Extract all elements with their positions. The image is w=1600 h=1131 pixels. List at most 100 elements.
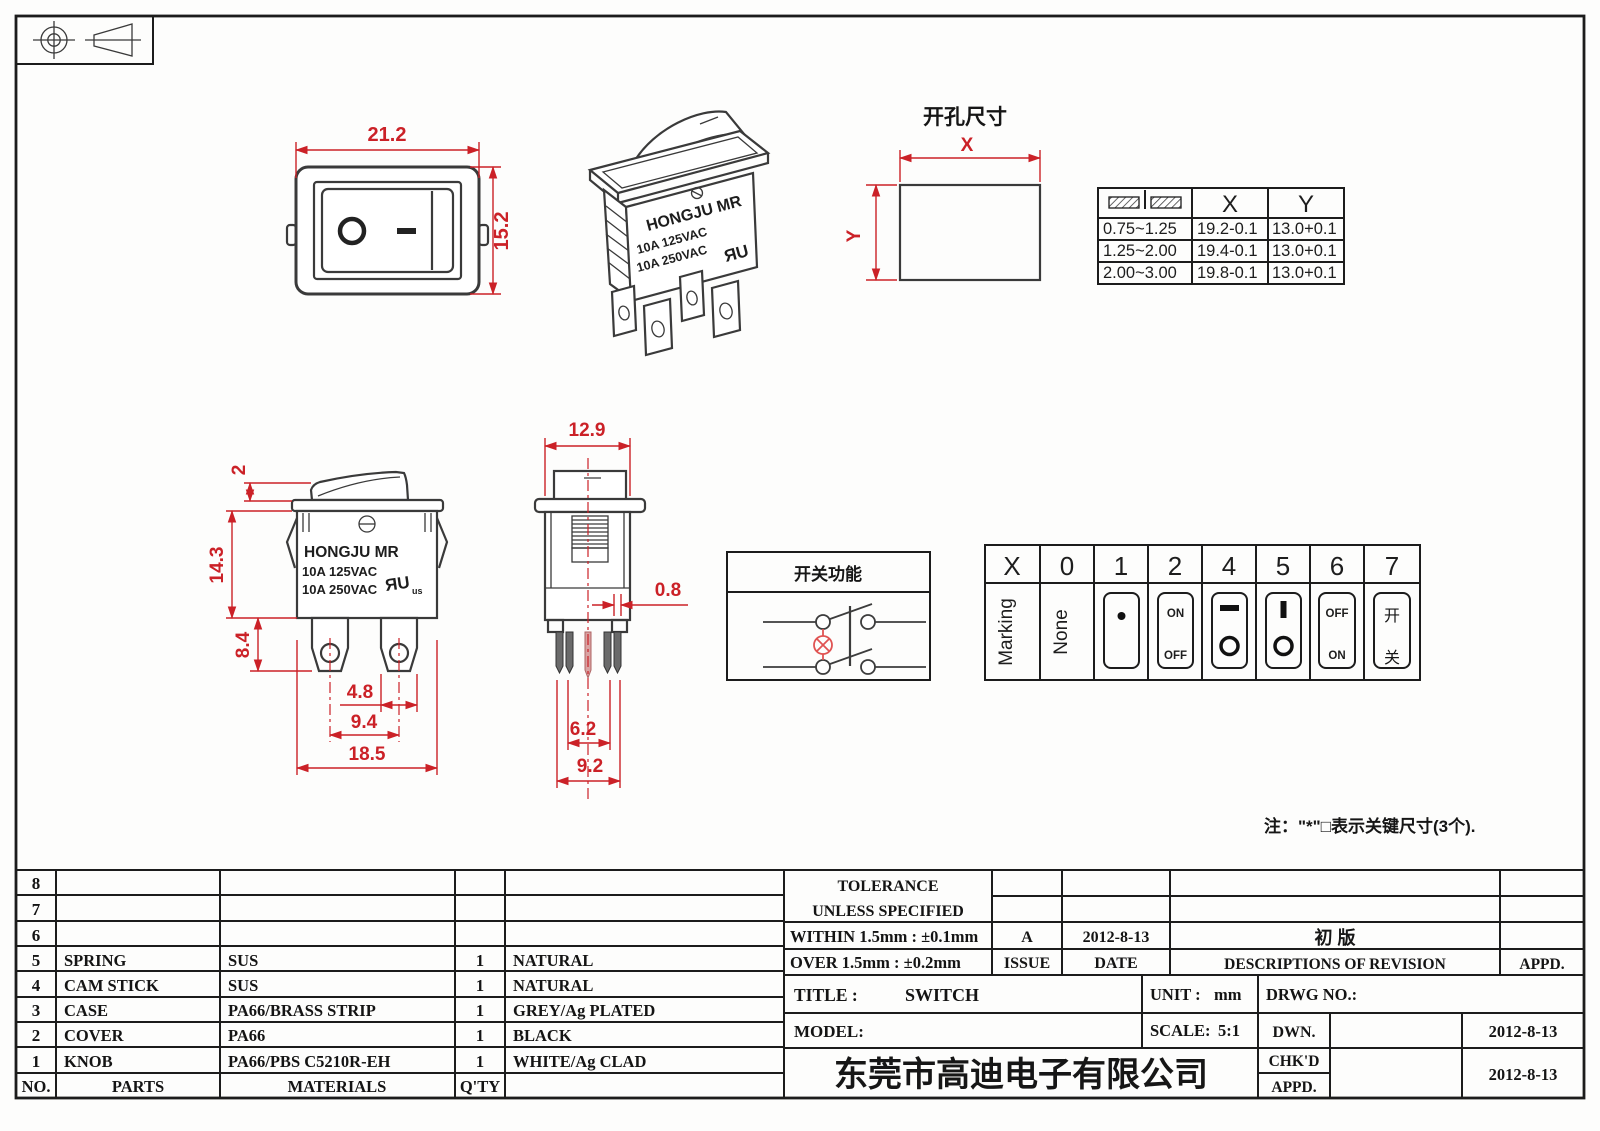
bom-qty: 1 xyxy=(476,1052,484,1071)
ring-symbol xyxy=(1273,635,1294,657)
projection-symbol-box xyxy=(15,15,154,65)
marking-none: None xyxy=(1051,609,1072,654)
bom-no: 8 xyxy=(32,874,41,893)
dim-end-width: 12.9 xyxy=(569,420,606,441)
company-name: 东莞市高迪电子有限公司 xyxy=(834,1055,1208,1094)
scale-label: SCALE: xyxy=(1150,1021,1211,1040)
side-view-dimensions: 2 14.3 8.4 4.8 9.4 18.5 xyxy=(207,465,439,775)
side-ul-mark-icon: ЯU xyxy=(384,573,411,595)
dim-side-height: 14.3 xyxy=(207,547,228,584)
bom-no: 4 xyxy=(32,976,41,995)
date-label: DATE xyxy=(1094,955,1137,972)
marking-header: 6 xyxy=(1330,551,1344,581)
bom-no: 5 xyxy=(32,951,41,970)
bom-color: NATURAL xyxy=(513,951,593,970)
marking-header: 2 xyxy=(1168,551,1182,581)
glyph-off: OFF xyxy=(1326,608,1349,620)
glyph-on: ON xyxy=(1167,608,1184,620)
glyph-on: ON xyxy=(1328,650,1345,662)
cutout-title: 开孔尺寸 xyxy=(923,105,1007,129)
side-rating-125: 10A 125VAC xyxy=(302,564,378,579)
cutout-col-x: X xyxy=(1222,191,1238,218)
switch-function-box: 开关功能 xyxy=(726,551,931,681)
dim-front-height: 15.2 xyxy=(491,212,513,251)
tolerance-line2: UNLESS SPECIFIED xyxy=(812,903,964,920)
cutout-cell: 13.0+0.1 xyxy=(1272,242,1337,260)
bom-part: CASE xyxy=(64,1001,108,1020)
scale-value: 5:1 xyxy=(1218,1021,1240,1040)
sheet-frame xyxy=(14,14,1586,1100)
bom-material: PA66/PBS C5210R-EH xyxy=(228,1052,391,1071)
bom-part: COVER xyxy=(64,1026,125,1045)
dwn-date: 2012-8-13 xyxy=(1489,1022,1558,1041)
side-terminals xyxy=(310,616,419,673)
cutout-cell: 13.0+0.1 xyxy=(1272,264,1337,282)
end-view xyxy=(533,458,647,800)
dim-side-terminal: 8.4 xyxy=(233,631,254,658)
rocker-circle-symbol xyxy=(337,216,367,246)
marking-glyph-bar-ring xyxy=(1211,592,1248,669)
key-dimension-note: 注："*"□表示关键尺寸(3个). xyxy=(1264,816,1476,836)
function-title: 开关功能 xyxy=(794,564,862,584)
cutout-cell: 19.4-0.1 xyxy=(1197,242,1258,260)
side-brand-text: HONGJU MR xyxy=(304,544,399,561)
bom-color: GREY/Ag PLATED xyxy=(513,1001,655,1020)
marking-table: X 0 1 2 4 5 6 7 Marking None ON OFF xyxy=(984,544,1421,681)
front-view-dimensions: 21.2 15.2 xyxy=(294,124,513,296)
marking-header: 1 xyxy=(1114,551,1128,581)
bom-qty: 1 xyxy=(476,976,484,995)
glyph-off: OFF xyxy=(1164,650,1187,662)
bom-no: 2 xyxy=(32,1026,41,1045)
bom-footer-parts: PARTS xyxy=(112,1077,164,1096)
drwg-label: DRWG NO.: xyxy=(1266,985,1357,1004)
marking-header: 0 xyxy=(1060,551,1074,581)
unit-label: UNIT : xyxy=(1150,985,1201,1004)
bom-part: KNOB xyxy=(64,1052,113,1071)
cutout-col-y: Y xyxy=(1298,191,1314,218)
cutout-view: 开孔尺寸 X Y xyxy=(844,105,1042,282)
glyph-guan: 关 xyxy=(1384,649,1400,667)
title-label: TITLE : xyxy=(794,985,858,1005)
dim-side-pitch-b: 9.4 xyxy=(351,712,378,733)
revision-label: DESCRIPTIONS OF REVISION xyxy=(1224,956,1446,973)
dim-cutout-x: X xyxy=(961,135,974,156)
tolerance-line1: TOLERANCE xyxy=(837,878,938,895)
bom-qty: 1 xyxy=(476,1001,484,1020)
appd-header: APPD. xyxy=(1519,956,1564,973)
dim-front-width: 21.2 xyxy=(368,124,407,146)
cutout-cell: 13.0+0.1 xyxy=(1272,220,1337,238)
dim-end-pin: 0.8 xyxy=(655,580,681,601)
bom-material: SUS xyxy=(228,951,258,970)
cutout-cell: 0.75~1.25 xyxy=(1103,220,1177,238)
lamp-icon xyxy=(813,629,833,660)
marking-header: 5 xyxy=(1276,551,1290,581)
title-value: SWITCH xyxy=(905,985,979,1005)
bom-no: 1 xyxy=(32,1052,41,1071)
front-view xyxy=(285,165,490,296)
tolerance-over: OVER 1.5mm : ±0.2mm xyxy=(790,953,961,972)
bom-no: 3 xyxy=(32,1001,41,1020)
bom-material: SUS xyxy=(228,976,258,995)
cutout-cell: 19.8-0.1 xyxy=(1197,264,1258,282)
title-block: TOLERANCE UNLESS SPECIFIED WITHIN 1.5mm … xyxy=(784,870,1584,1098)
projection-cone-icon xyxy=(85,23,141,57)
bom-material: PA66 xyxy=(228,1026,265,1045)
side-view: HONGJU MR 10A 125VAC 10A 250VAC ЯU us xyxy=(285,470,449,673)
iso-terminals xyxy=(610,269,742,357)
side-ul-sub: us xyxy=(412,586,423,596)
i-symbol xyxy=(1280,601,1287,618)
cutout-cell: 19.2-0.1 xyxy=(1197,220,1258,238)
ring-symbol xyxy=(1219,635,1240,657)
bom-material: PA66/BRASS STRIP xyxy=(228,1001,376,1020)
end-view-pins xyxy=(555,631,622,680)
bom-qty: 1 xyxy=(476,951,484,970)
dim-side-rocker: 2 xyxy=(229,465,250,476)
revision-description: 初 版 xyxy=(1314,927,1355,948)
chkd-date: 2012-8-13 xyxy=(1489,1065,1558,1084)
cam-stick-pin xyxy=(584,631,592,680)
marking-glyph-off-on: OFF ON xyxy=(1318,592,1356,669)
marking-glyph-kai-guan: 开 关 xyxy=(1373,592,1411,669)
bom-color: NATURAL xyxy=(513,976,593,995)
isometric-view: HONGJU MR 10A 125VAC 10A 250VAC ЯU xyxy=(587,110,771,357)
marking-header: 7 xyxy=(1385,551,1399,581)
